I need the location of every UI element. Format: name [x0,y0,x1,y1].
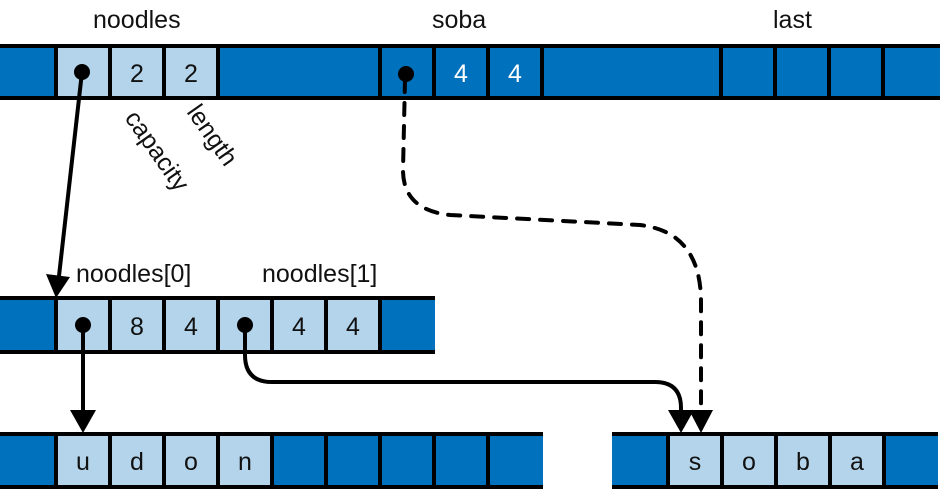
udon-char: u [76,448,90,476]
soba-length-value: 4 [508,60,522,88]
arrow-soba-to-buffer-dashed [400,78,713,433]
udon-char: n [238,448,252,476]
length-label: length [181,99,243,171]
soba-label: soba [432,6,486,34]
noodles1-label: noodles[1] [262,260,377,288]
stack-frame-row: 2 2 4 4 [0,44,940,100]
noodles-heap-buffer: 8 4 4 4 [0,296,435,354]
arrowhead-icon [689,410,713,433]
arrow-noodles1-to-soba [243,325,694,433]
noodles0-label: noodles[0] [76,260,191,288]
noodles0-length: 4 [184,313,198,341]
noodles0-capacity: 8 [130,313,144,341]
udon-heap-buffer: u d o n [0,432,543,489]
arrowhead-icon [46,274,70,298]
capacity-label: capacity [119,105,195,197]
soba-capacity-value: 4 [454,60,468,88]
noodles1-capacity: 4 [292,313,306,341]
soba-char: s [689,448,702,476]
soba-heap-buffer: s o b a [612,432,938,489]
stack-cell-dividers [54,46,885,98]
soba-pointer-dot [398,66,414,82]
noodles-capacity-value: 2 [130,60,144,88]
soba-char: b [796,448,810,476]
arrowhead-icon [70,410,96,433]
noodles1-length: 4 [346,313,360,341]
last-label: last [773,6,812,34]
soba-char: o [742,448,756,476]
noodles-length-value: 2 [184,60,198,88]
arrowhead-icon [668,410,694,433]
soba-char: a [850,448,864,476]
udon-char: o [184,448,198,476]
arrow-noodles0-to-udon [70,325,96,433]
arrow-noodles-to-buffer [46,71,84,298]
noodles-label: noodles [93,6,181,34]
udon-char: d [130,448,144,476]
